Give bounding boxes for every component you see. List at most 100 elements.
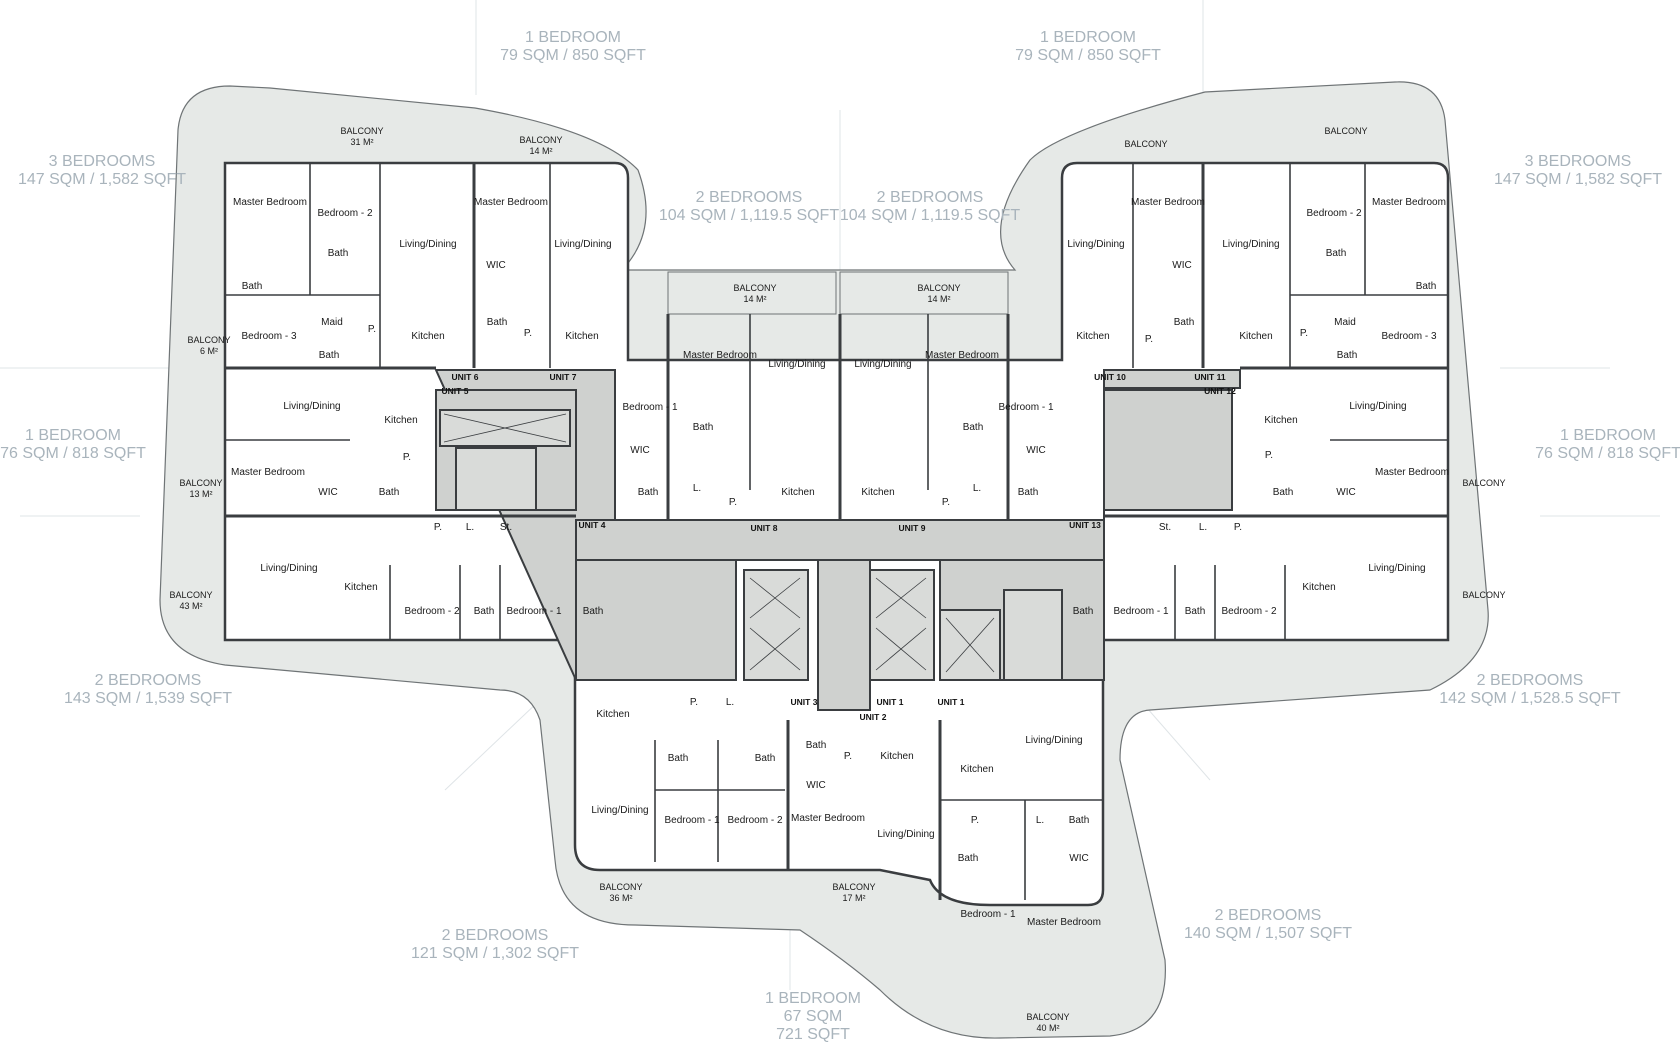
room-label: P.	[524, 328, 532, 339]
room-label: Kitchen	[861, 487, 894, 498]
room-label: St.	[500, 522, 512, 533]
unit-tag: UNIT 4	[579, 520, 606, 530]
room-label: Bedroom - 1	[998, 402, 1053, 413]
room-label: Living/Dining	[768, 359, 825, 370]
summary-top-right-1br-line2: 79 SQM / 850 SQFT	[1015, 47, 1161, 64]
room-label: Bedroom - 2	[1221, 606, 1276, 617]
room-label: Bath	[1018, 487, 1039, 498]
room-label: Bath	[1073, 606, 1094, 617]
room-label: Master Bedroom	[474, 197, 548, 208]
room-labels: Master Bedroom Bedroom - 2 Living/Dining…	[231, 197, 1449, 928]
room-label: WIC	[806, 780, 825, 791]
room-label: Bath	[583, 606, 604, 617]
summary-center-left-2br-line2: 104 SQM / 1,119.5 SQFT	[659, 207, 839, 224]
room-label: Bedroom - 1	[960, 909, 1015, 920]
balcony-label: BALCONY	[1462, 478, 1505, 488]
summary-right-2br-line1: 2 BEDROOMS	[1477, 672, 1584, 689]
summary-right-1br-line2: 76 SQM / 818 SQFT	[1535, 445, 1680, 462]
unit-tag: UNIT 10	[1094, 372, 1126, 382]
summary-bottom-left-2br-line2: 121 SQM / 1,302 SQFT	[411, 945, 579, 962]
summary-left-1br-line1: 1 BEDROOM	[25, 427, 121, 444]
balcony-label: BALCONY	[917, 283, 960, 293]
room-label: Bath	[755, 753, 776, 764]
center-top-balconies	[667, 271, 1009, 315]
unit-tag: UNIT 3	[791, 697, 818, 707]
room-label: P.	[942, 497, 950, 508]
room-label: Bedroom - 1	[506, 606, 561, 617]
summary-bottom-1br-line2: 67 SQM	[784, 1008, 843, 1025]
room-label: Bedroom - 1	[622, 402, 677, 413]
balcony-label: BALCONY	[187, 335, 230, 345]
room-label: Bath	[963, 422, 984, 433]
room-label: WIC	[630, 445, 649, 456]
room-label: Kitchen	[1076, 331, 1109, 342]
balcony-label: BALCONY	[179, 478, 222, 488]
balcony-area: 6 M²	[200, 346, 218, 356]
summary-bottom-right-2br-line1: 2 BEDROOMS	[1215, 907, 1322, 924]
room-label: P.	[403, 452, 411, 463]
room-label: Maid	[1334, 317, 1356, 328]
summary-left-1br-line2: 76 SQM / 818 SQFT	[0, 445, 146, 462]
summary-top-left-1br-line1: 1 BEDROOM	[525, 29, 621, 46]
room-label: WIC	[1069, 853, 1088, 864]
summary-left-2br-line2: 143 SQM / 1,539 SQFT	[64, 690, 232, 707]
summary-left-3br-line2: 147 SQM / 1,582 SQFT	[18, 171, 186, 188]
summary-right-2br-line2: 142 SQM / 1,528.5 SQFT	[1439, 690, 1621, 707]
balcony-label: BALCONY	[340, 126, 383, 136]
room-label: Bedroom - 2	[727, 815, 782, 826]
room-label: Kitchen	[411, 331, 444, 342]
room-label: Bedroom - 2	[317, 208, 372, 219]
room-label: WIC	[318, 487, 337, 498]
room-label: Master Bedroom	[791, 813, 865, 824]
room-label: Bath	[638, 487, 659, 498]
unit-tag: UNIT 1	[938, 697, 965, 707]
room-label: P.	[729, 497, 737, 508]
balcony-area: 14 M²	[529, 146, 552, 156]
room-label: Bath	[806, 740, 827, 751]
room-label: WIC	[1172, 260, 1191, 271]
balcony-label: BALCONY	[599, 882, 642, 892]
unit-tag: UNIT 2	[860, 712, 887, 722]
room-label: Master Bedroom	[231, 467, 305, 478]
room-label: Bath	[474, 606, 495, 617]
room-label: Bath	[1337, 350, 1358, 361]
room-label: Living/Dining	[591, 805, 648, 816]
summary-top-left-1br-line2: 79 SQM / 850 SQFT	[500, 47, 646, 64]
room-label: Bedroom - 3	[1381, 331, 1436, 342]
room-label: Kitchen	[781, 487, 814, 498]
room-label: Bedroom - 3	[241, 331, 296, 342]
room-label: P.	[844, 751, 852, 762]
unit-tag: UNIT 6	[452, 372, 479, 382]
summary-center-right-2br-line1: 2 BEDROOMS	[877, 189, 984, 206]
room-label: Kitchen	[1239, 331, 1272, 342]
room-label: Bath	[958, 853, 979, 864]
room-label: P.	[1265, 450, 1273, 461]
room-label: Master Bedroom	[1375, 467, 1449, 478]
summary-right-1br-line1: 1 BEDROOM	[1560, 427, 1656, 444]
summary-center-right-2br-line2: 104 SQM / 1,119.5 SQFT	[840, 207, 1020, 224]
room-label: Bedroom - 1	[664, 815, 719, 826]
summary-bottom-1br-line1: 1 BEDROOM	[765, 990, 861, 1007]
room-label: Bedroom - 1	[1113, 606, 1168, 617]
room-label: Master Bedroom	[683, 350, 757, 361]
room-label: Living/Dining	[854, 359, 911, 370]
room-label: Living/Dining	[1025, 735, 1082, 746]
room-label: Bath	[693, 422, 714, 433]
room-label: Bath	[242, 281, 263, 292]
unit-tag: UNIT 9	[899, 523, 926, 533]
room-label: Bath	[487, 317, 508, 328]
balcony-label: BALCONY	[733, 283, 776, 293]
unit-tag: UNIT 13	[1069, 520, 1101, 530]
room-label: Kitchen	[565, 331, 598, 342]
balcony-label: BALCONY	[1124, 139, 1167, 149]
room-label: WIC	[1336, 487, 1355, 498]
room-label: St.	[1159, 522, 1171, 533]
room-label: Kitchen	[344, 582, 377, 593]
room-label: Bath	[1416, 281, 1437, 292]
room-label: Bath	[1069, 815, 1090, 826]
balcony-labels: BALCONY 31 M² BALCONY 14 M² BALCONY BALC…	[169, 126, 1505, 1033]
room-label: L.	[973, 483, 981, 494]
room-label: L.	[1036, 815, 1044, 826]
room-label: L.	[726, 697, 734, 708]
room-label: P.	[1300, 328, 1308, 339]
